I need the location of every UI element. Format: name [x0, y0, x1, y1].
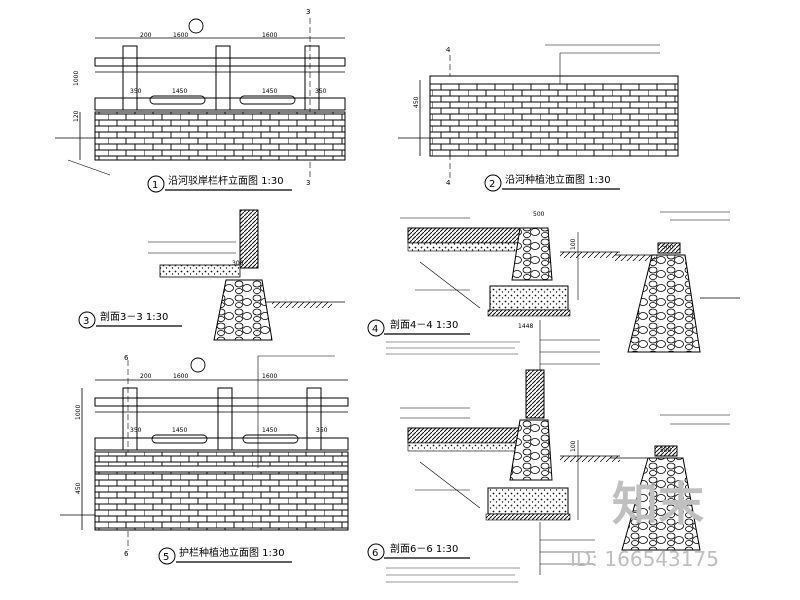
watermark-id: ID: 166543175: [570, 547, 719, 571]
section-6-6-view: 100 500 6 剖面6－6 1:30: [367, 369, 730, 583]
elevation-planter-view-2: 4 4 450 2 沿河种植池立面图 1:30: [398, 44, 679, 192]
dim-1600: 1600: [173, 373, 188, 380]
title-view-3: 剖面3－3 1:30: [100, 310, 168, 323]
section-mark-6: 6: [124, 354, 129, 362]
dim-450: 450: [413, 96, 420, 108]
watermark-logo: 知末: [612, 477, 704, 531]
stone-wall: [429, 75, 679, 157]
dim-1450: 1450: [262, 427, 277, 434]
title-view-2: 沿河种植池立面图 1:30: [505, 173, 611, 186]
title-number-1: 1: [152, 180, 158, 191]
dim-1450: 1450: [172, 427, 187, 434]
dim-300: 300: [232, 260, 244, 267]
dim-350: 350: [315, 88, 327, 95]
dim-1000: 1000: [75, 405, 82, 420]
dim-450: 450: [75, 482, 82, 494]
stone-wall: [94, 111, 346, 161]
stone-wall: [94, 451, 349, 531]
elevation-railing-planter-view-5: 200 1600 1600 6 6 350 1450 1450 350 1000…: [60, 354, 349, 565]
dim-500: 500: [662, 244, 674, 251]
dim-500: 500: [533, 211, 545, 218]
section-4-4-view: 500 1448 100 500 4 剖面4－4 1:30: [367, 211, 740, 370]
dim-500: 500: [660, 447, 672, 454]
title-number-4: 4: [372, 324, 378, 335]
dim-350: 350: [130, 88, 142, 95]
section-mark-3: 3: [306, 8, 310, 16]
dim-1600: 1600: [262, 32, 277, 39]
dim-1450: 1450: [172, 88, 187, 95]
dim-100: 100: [570, 238, 577, 250]
title-view-1: 沿河驳岸栏杆立面图 1:30: [168, 174, 284, 187]
notes-block: [386, 567, 520, 583]
section-mark-3: 3: [306, 179, 310, 187]
watermark: 知末 ID: 166543175: [570, 477, 719, 571]
notes-block: [386, 341, 520, 355]
section-mark-4: 4: [446, 179, 451, 187]
dim-200: 200: [140, 373, 152, 380]
section-mark-6: 6: [124, 550, 129, 558]
title-view-6: 剖面6－6 1:30: [390, 542, 458, 555]
elevation-railing-view-1: 200 1600 1600 3 3 350 1450 1450 350 1000…: [55, 8, 346, 193]
dim-100: 100: [570, 440, 577, 452]
dim-120: 120: [73, 110, 80, 122]
section-mark-4: 4: [446, 46, 451, 54]
dim-350: 350: [316, 427, 328, 434]
title-number-2: 2: [489, 179, 495, 190]
dim-1000: 1000: [73, 71, 80, 86]
dim-350: 350: [130, 427, 142, 434]
title-number-3: 3: [83, 316, 89, 327]
title-view-5: 护栏种植池立面图 1:30: [179, 546, 285, 559]
section-3-3-view: 300 3 剖面3－3 1:30: [78, 209, 345, 341]
dim-1600: 1600: [262, 373, 277, 380]
title-number-5: 5: [163, 552, 169, 563]
dim-200: 200: [140, 32, 152, 39]
dim-1600: 1600: [173, 32, 188, 39]
dim-1450: 1450: [262, 88, 277, 95]
index-bubble: [188, 18, 204, 34]
dim-1448: 1448: [518, 323, 533, 330]
title-view-4: 剖面4－4 1:30: [390, 318, 458, 331]
title-number-6: 6: [372, 548, 378, 559]
